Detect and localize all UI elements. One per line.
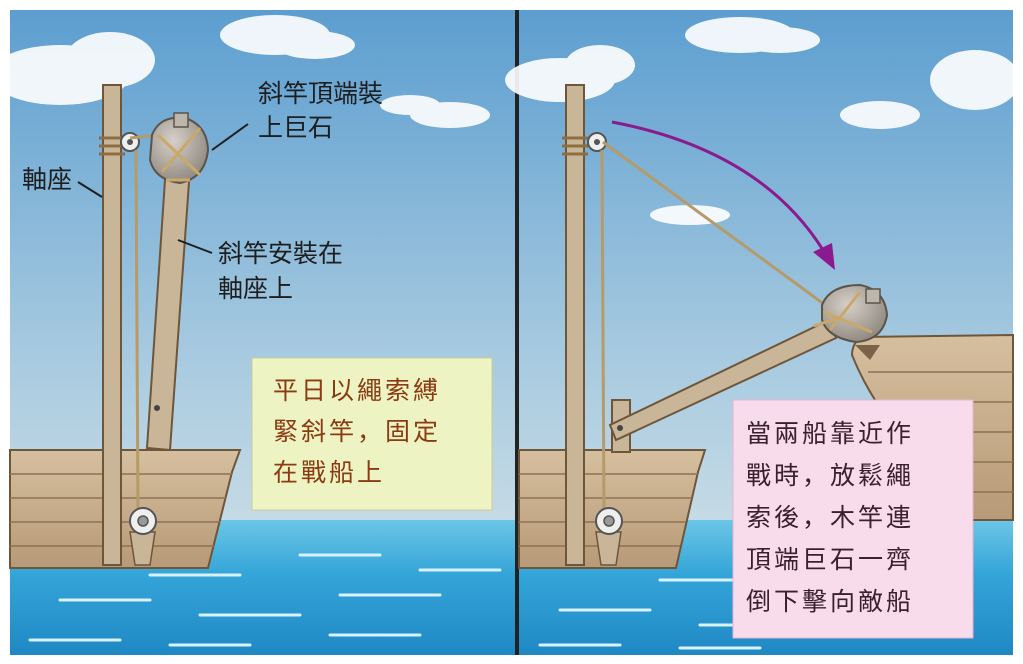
left-caption-line2: 緊斜竿，固定 [273,417,441,446]
label-boom-top-line1: 斜竿頂端裝 [258,79,383,108]
label-boom-mount-line2: 軸座上 [218,274,293,303]
left-caption-box [251,357,493,511]
label-boom-top-line2: 上巨石 [258,113,333,142]
right-boulder [813,283,889,344]
left-clouds [0,15,490,128]
left-caption-line3: 在戰船上 [273,458,385,487]
panel-divider [515,10,519,655]
left-caption-line1: 平日以繩索縛 [273,376,441,405]
swing-arrow [611,120,825,251]
left-panel: 軸座 斜竿頂端裝 上巨石 斜竿安裝在 軸座上 平日以繩索縛 緊斜竿，固定 在戰船… [0,10,515,655]
right-rope-vertical [600,149,606,516]
left-ship-hull [9,449,242,569]
right-caption-line3: 索後，木竿連 [746,503,914,532]
right-caption-line1: 當兩船靠近作 [746,419,914,448]
left-rope [134,149,140,516]
left-leader-lines [77,123,249,254]
label-pivot-base: 軸座 [22,165,72,194]
right-panel: 當兩船靠近作 戰時，放鬆繩 索後，木竿連 頂端巨石一齊 倒下擊向敵船 [505,10,1020,655]
right-caption-line4: 頂端巨石一齊 [746,545,914,574]
left-pivot-post [102,84,122,566]
swing-arrowhead [813,243,835,270]
right-pivot-post [565,84,585,566]
right-rope-diagonal [602,140,833,312]
right-caption-line2: 戰時，放鬆繩 [746,461,914,490]
right-caption-line5: 倒下擊向敵船 [746,587,914,616]
right-clouds [505,17,1020,225]
left-post-binding [99,136,125,156]
left-boulder [148,112,210,185]
label-boom-mount-line1: 斜竿安裝在 [218,239,343,268]
right-caption-box [732,399,974,639]
right-boom-lowered [608,318,838,442]
